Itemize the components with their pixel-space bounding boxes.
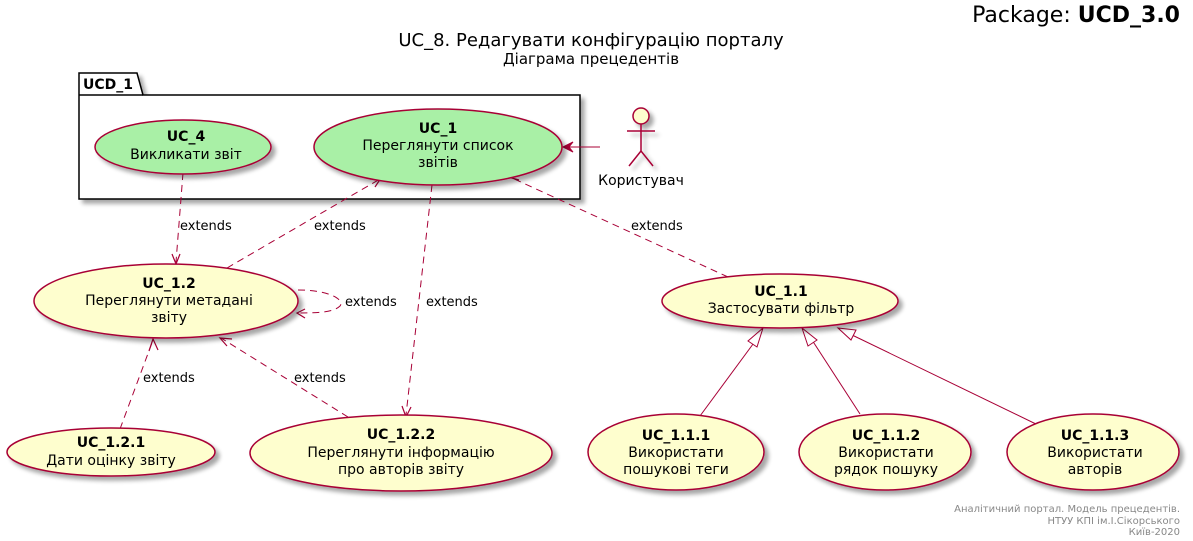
edge-uc12-uc1 bbox=[226, 178, 381, 269]
usecase-uc113[interactable]: UC_1.1.3 Використати авторів bbox=[1006, 413, 1180, 491]
generalization-head-uc113 bbox=[836, 327, 857, 341]
usecase-uc113-id: UC_1.1.3 bbox=[1061, 428, 1130, 444]
usecase-uc1[interactable]: UC_1 Переглянути список звітів bbox=[313, 108, 563, 186]
usecase-uc112-text-2: рядок пошуку bbox=[834, 462, 938, 478]
arrowhead-uc12-from-uc121 bbox=[148, 337, 159, 352]
arrowhead-uc12-from-uc122 bbox=[218, 337, 233, 347]
label-extends-uc12-uc1: extends bbox=[314, 219, 366, 234]
edge-uc111-uc11 bbox=[699, 339, 757, 417]
usecase-uc11-text: Застосувати фільтр bbox=[708, 301, 855, 317]
usecase-uc12-text-2: звіту bbox=[151, 310, 187, 326]
usecase-uc122-text-2: про авторів звіту bbox=[338, 462, 464, 478]
usecase-uc122[interactable]: UC_1.2.2 Переглянути інформацію про авто… bbox=[249, 414, 553, 492]
usecase-uc112-text-1: Використати bbox=[838, 445, 933, 461]
usecase-uc1-text-2: звітів bbox=[418, 155, 458, 171]
edge-uc113-uc11 bbox=[849, 333, 1039, 426]
edge-uc121-uc12 bbox=[119, 339, 154, 430]
package-header-prefix: Package: bbox=[972, 3, 1078, 28]
usecase-uc113-text-2: авторів bbox=[1068, 462, 1123, 478]
actor-user[interactable] bbox=[627, 107, 655, 167]
arrowhead-uc1-actor bbox=[561, 141, 574, 153]
usecase-uc111-id: UC_1.1.1 bbox=[642, 428, 711, 444]
usecase-uc111-text-2: пошукові теги bbox=[623, 462, 729, 478]
relations: extends extends extends extends extends … bbox=[119, 141, 1039, 430]
usecase-uc12[interactable]: UC_1.2 Переглянути метадані звіту bbox=[33, 263, 299, 339]
edge-uc112-uc11 bbox=[811, 339, 861, 415]
diagram-subtitle: Діаграма прецедентів bbox=[503, 50, 679, 68]
generalization-head-uc112 bbox=[800, 326, 818, 347]
package-header: Package: UCD_3.0 bbox=[972, 3, 1180, 28]
usecase-uc12-text-1: Переглянути метадані bbox=[85, 293, 253, 309]
footer-line-3: Київ-2020 bbox=[1129, 527, 1180, 538]
usecase-uc122-id: UC_1.2.2 bbox=[367, 427, 436, 443]
edge-uc1-uc122 bbox=[405, 184, 433, 416]
footer-line-2: НТУУ КПІ ім.І.Сікорського bbox=[1047, 515, 1180, 527]
usecase-uc122-text-1: Переглянути інформацію bbox=[307, 445, 495, 461]
usecase-uc112[interactable]: UC_1.1.2 Використати рядок пошуку bbox=[798, 413, 972, 491]
footer-line-1: Аналітичний портал. Модель прецедентів. bbox=[954, 503, 1180, 515]
usecase-uc121[interactable]: UC_1.2.1 Дати оцінку звіту bbox=[6, 427, 216, 477]
label-extends-uc122-uc12: extends bbox=[294, 371, 346, 386]
label-extends-uc4-uc12: extends bbox=[180, 219, 232, 234]
label-extends-uc12-self: extends bbox=[345, 295, 397, 310]
usecase-uc121-text: Дати оцінку звіту bbox=[46, 453, 176, 469]
usecase-uc1-text-1: Переглянути список bbox=[362, 138, 513, 154]
edge-uc122-uc12 bbox=[220, 337, 349, 418]
diagram-title: UC_8. Редагувати конфігурацію порталу bbox=[398, 30, 784, 51]
usecase-uc113-text-1: Використати bbox=[1047, 445, 1142, 461]
usecase-uc12-id: UC_1.2 bbox=[142, 276, 195, 292]
edge-uc12-self bbox=[297, 289, 342, 314]
arrowhead-uc12-self bbox=[295, 308, 306, 319]
label-extends-uc11-uc1: extends bbox=[631, 219, 683, 234]
actor-user-label: Користувач bbox=[598, 173, 684, 189]
usecase-uc111-text-1: Використати bbox=[628, 445, 723, 461]
usecase-uc111[interactable]: UC_1.1.1 Використати пошукові теги bbox=[587, 413, 765, 491]
package-ucd1-label: UCD_1 bbox=[83, 77, 133, 93]
usecase-uc121-id: UC_1.2.1 bbox=[77, 435, 146, 451]
usecase-uc4-id: UC_4 bbox=[167, 129, 206, 145]
label-extends-uc1-uc122: extends bbox=[426, 295, 478, 310]
usecase-uc4-text: Викликати звіт bbox=[130, 147, 242, 163]
usecase-uc11[interactable]: UC_1.1 Застосувати фільтр bbox=[661, 273, 899, 329]
usecase-uc11-id: UC_1.1 bbox=[754, 284, 807, 300]
edge-uc4-uc12 bbox=[175, 172, 184, 263]
usecase-uc4[interactable]: UC_4 Викликати звіт bbox=[94, 119, 272, 175]
edge-uc11-uc1 bbox=[509, 176, 729, 278]
footer: Аналітичний портал. Модель прецедентів. … bbox=[954, 503, 1180, 538]
usecase-uc112-id: UC_1.1.2 bbox=[852, 428, 921, 444]
generalization-head-uc111 bbox=[747, 326, 765, 348]
usecase-uc1-id: UC_1 bbox=[419, 121, 457, 137]
label-extends-uc121-uc12: extends bbox=[143, 371, 195, 386]
package-header-name: UCD_3.0 bbox=[1078, 3, 1180, 28]
